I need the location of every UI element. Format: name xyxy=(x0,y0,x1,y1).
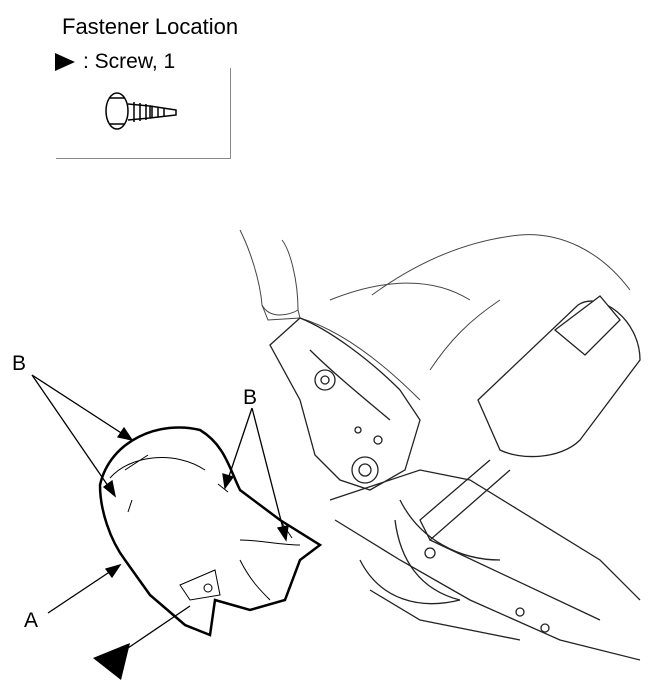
leader-lines xyxy=(31,374,289,649)
legend-item: : Screw, 1 xyxy=(55,50,175,74)
legend-title: Fastener Location xyxy=(62,14,239,39)
seat-belt-buckle xyxy=(419,295,641,542)
triangle-marker-icon xyxy=(55,53,75,71)
label-b-right: B xyxy=(243,386,257,409)
seat-frame xyxy=(329,469,641,661)
side-cover-a-details xyxy=(109,454,301,601)
label-a: A xyxy=(24,609,38,632)
side-cover-a xyxy=(98,426,323,637)
screw-location-marker-icon xyxy=(93,643,130,680)
screw-icon xyxy=(105,92,177,130)
seat-hinge-bracket xyxy=(269,317,421,491)
legend-box xyxy=(56,68,231,159)
label-b-left: B xyxy=(12,352,26,375)
seat-back xyxy=(239,229,631,401)
legend-item-text: : Screw, 1 xyxy=(83,50,176,73)
